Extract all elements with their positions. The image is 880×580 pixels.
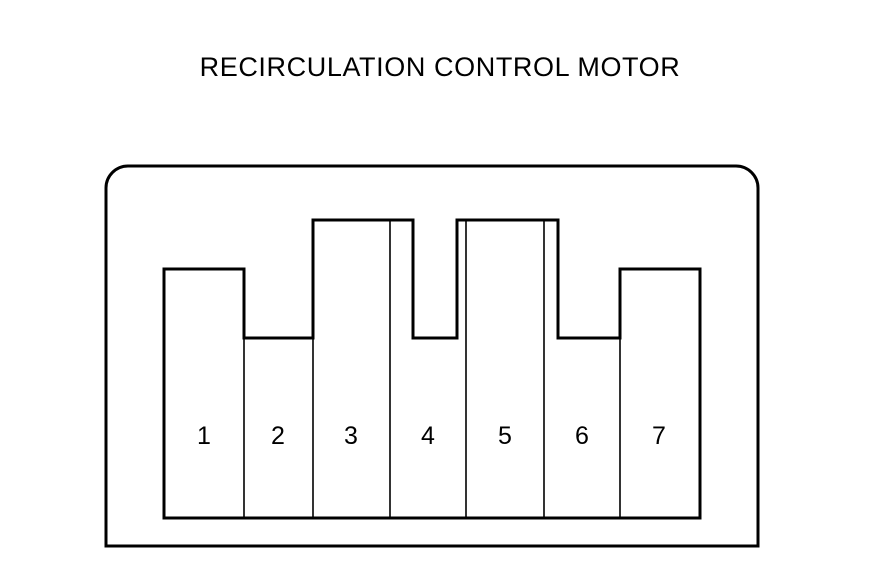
pin-number-4: 4 xyxy=(421,422,435,450)
terminal-cavity-outline xyxy=(162,218,702,520)
pin-number-group: 1 2 3 4 5 6 7 xyxy=(197,422,666,450)
pin-number-2: 2 xyxy=(271,422,285,450)
pin-number-6: 6 xyxy=(575,422,589,450)
pin-number-7: 7 xyxy=(652,422,666,450)
diagram-title: RECIRCULATION CONTROL MOTOR xyxy=(199,52,681,82)
pin-divider-group xyxy=(243,220,621,518)
connector-housing-outline xyxy=(104,164,760,548)
pin-number-3: 3 xyxy=(344,422,358,450)
pin-number-1: 1 xyxy=(197,422,211,450)
pin-number-5: 5 xyxy=(498,422,512,450)
